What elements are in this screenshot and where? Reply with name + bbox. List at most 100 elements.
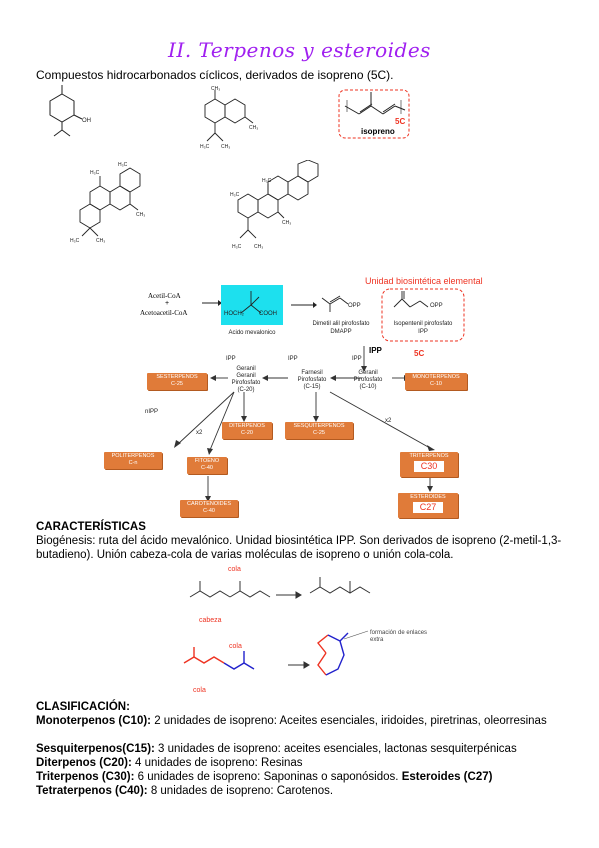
ggpp-l4: (C-20) (237, 387, 255, 393)
mevalonic-cooh: COOH (259, 311, 277, 317)
line4-text: 6 unidades de isopreno: Saponinas o sapo… (134, 771, 402, 783)
ggpp-l3: Pirofosfato (231, 380, 261, 386)
monoterpenos-name: MONOTERPENOS (412, 374, 460, 380)
clasificacion-line-2: Sesquiterpenos(C15): 3 unidades de isopr… (36, 742, 566, 756)
fpp-l1: Farnesil (301, 370, 323, 376)
clasificacion-line-3: Diterpenos (C20): 4 unidades de isopreno… (36, 756, 566, 770)
mevalonic-hoch2: HOCH₂ (224, 311, 244, 317)
dmapp-structure (321, 295, 349, 312)
esteroides-c: C27 (413, 502, 443, 513)
box-fitoeno: FITOENO C-40 (187, 457, 227, 474)
nipp-label: nIPP (145, 409, 159, 415)
intro-text: Compuestos hidrocarbonados cíclicos, der… (36, 68, 394, 82)
sesterpenos-name: SESTERPENOS (156, 374, 198, 380)
svg-text:H₃C: H₃C (262, 178, 272, 184)
unit-carbons: 5C (414, 349, 425, 358)
politerpenos-c: C-n (128, 460, 138, 466)
triterpene-structure: H₃C H₃C CH₃ H₃C CH₃ (230, 160, 319, 250)
plus-sign: + (165, 300, 170, 307)
isoprene-figure (338, 89, 410, 139)
ipp-opp: OPP (430, 303, 443, 309)
diterpene-structure: H₃C H₃C CH₃ H₃C CH₃ (70, 162, 145, 244)
svg-text:H₃C: H₃C (90, 170, 100, 176)
svg-text:CH₃: CH₃ (221, 144, 230, 150)
svg-text:CH₃: CH₃ (249, 125, 258, 131)
ipp-unit-box (381, 288, 465, 342)
sesquiterpene-structure: CH₃ CH₃ H₃C CH₃ (200, 86, 258, 150)
dmapp-name: Dimetil alil pirofosfato (312, 321, 370, 327)
ipp-arrow-label: IPP (369, 346, 382, 355)
box-sesterpenos: SESTERPENOS C-25 (147, 373, 207, 390)
unit-title: Unidad biosintética elemental (365, 276, 483, 286)
box-carotenoides: CAROTENOIDES C-40 (180, 500, 238, 517)
union-extra: formación de enlaces extra (370, 630, 428, 643)
isoprene-label: isopreno (361, 127, 395, 136)
svg-text:CH₃: CH₃ (136, 212, 145, 218)
gpp-l1: Geranil (358, 370, 378, 376)
ggpp-label: Geranil Geranil Pirofosfato (C-20) (226, 366, 266, 394)
diterpenos-c: C-20 (241, 430, 253, 436)
union-cabeza: cabeza (199, 617, 222, 624)
arrow-to-mevalonic (202, 300, 222, 306)
box-monoterpenos: MONOTERPENOS C-10 (405, 373, 467, 390)
svg-text:CH₃: CH₃ (211, 86, 220, 92)
mevalonic-name: Acido mevalonico (228, 330, 276, 336)
gpp-label: Geranil Pirofosfato (C-10) (348, 370, 388, 391)
svg-text:CH₃: CH₃ (254, 244, 263, 250)
acetyl-coa: Acetil-CoA (148, 292, 181, 300)
union-cola-1: cola (228, 566, 241, 573)
fpp-label: Farnesil Pirofosfato (C-15) (290, 370, 334, 391)
box-esteroides: ESTEROIDES C27 (398, 493, 458, 518)
svg-text:H₃C: H₃C (70, 238, 80, 244)
line2-text: 3 unidades de isopreno: aceites esencial… (154, 743, 517, 755)
line5-bold: Tetraterpenos (C40): (36, 785, 148, 797)
ipp-label-3: IPP (352, 356, 362, 362)
line5-text: 8 unidades de isopreno: Carotenos. (147, 785, 334, 797)
ipp-name: Isopentenil pirofosfato (393, 321, 453, 327)
svg-text:CH₃: CH₃ (96, 238, 105, 244)
x2-label-a: x2 (196, 430, 203, 436)
line4-bold2: Esteroides (C27) (401, 771, 493, 783)
dmapp-abbr: DMAPP (330, 329, 352, 335)
clasificacion-line-5: Tetraterpenos (C40): 8 unidades de isopr… (36, 784, 566, 798)
fpp-l3: (C-15) (303, 384, 321, 390)
dmapp-opp: OPP (348, 303, 361, 309)
svg-text:H₃C: H₃C (232, 244, 242, 250)
sesquiterpenos-name: SESQUITERPENOS (293, 423, 345, 429)
box-sesquiterpenos: SESQUITERPENOS C-25 (285, 422, 353, 439)
line3-bold: Diterpenos (C20): (36, 757, 132, 769)
line3-text: 4 unidades de isopreno: Resinas (131, 757, 303, 769)
fpp-l2: Pirofosfato (297, 377, 327, 383)
ipp-abbr: IPP (418, 329, 428, 335)
x2-label-b: x2 (385, 418, 392, 424)
line2-bold: Sesquiterpenos(C15): (36, 743, 155, 755)
mevalonic-structure (240, 291, 262, 314)
head-tail-union-figure (183, 577, 371, 676)
line1-text: 2 unidades de isopreno: Aceites esencial… (151, 715, 547, 727)
box-politerpenos: POLITERPENOS C-n (104, 452, 162, 469)
fitoeno-c: C-40 (201, 465, 213, 471)
triterpenos-name: TRITERPENOS (409, 453, 449, 459)
carotenoides-name: CAROTENOIDES (186, 501, 231, 507)
box-diterpenos: DITERPENOS C-20 (222, 422, 272, 439)
svg-text:CH₃: CH₃ (282, 220, 291, 226)
menthol-structure: OH (49, 85, 91, 137)
clasificacion-line-1: Monoterpenos (C10): 2 unidades de isopre… (36, 714, 556, 728)
carotenoides-c: C-40 (203, 508, 215, 514)
ipp-label-1: IPP (226, 356, 236, 362)
svg-text:H₃C: H₃C (230, 192, 240, 198)
isoprene-carbons: 5C (395, 117, 406, 126)
caracteristicas-heading-text: CARACTERÍSTICAS (36, 521, 146, 533)
arrow-to-dmapp (291, 302, 317, 308)
svg-text:H₃C: H₃C (118, 162, 128, 168)
page-title: II. Terpenos y esteroides (168, 38, 431, 62)
caracteristicas-heading: CARACTERÍSTICAS (36, 520, 146, 534)
ggpp-l1: Geranil (236, 366, 256, 372)
line4-bold: Triterpenos (C30): (36, 771, 135, 783)
esteroides-name: ESTEROIDES (410, 494, 446, 500)
gpp-l2: Pirofosfato (353, 377, 383, 383)
svg-text:H₃C: H₃C (200, 144, 210, 150)
fitoeno-name: FITOENO (194, 458, 220, 464)
union-cola-2: cola (229, 643, 242, 650)
diterpenos-name: DITERPENOS (229, 423, 265, 429)
